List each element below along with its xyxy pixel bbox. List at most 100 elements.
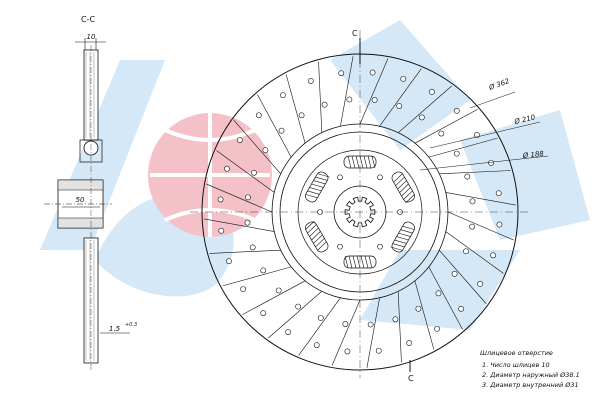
rivet-hole [490, 252, 497, 259]
rivet-hole [371, 97, 378, 103]
rivet-hole [295, 303, 302, 310]
rivet-hole [406, 340, 413, 346]
segment-line [340, 56, 354, 127]
rivet-hole [375, 347, 382, 354]
rivet-hole [298, 112, 305, 119]
segment-line [366, 297, 380, 368]
hub-hole [377, 174, 383, 181]
segment-line [209, 249, 281, 254]
rivet-hole [453, 107, 460, 114]
thickness-tolerance: +0.3 [125, 322, 137, 328]
rivet-hole [458, 305, 465, 312]
segment-line [206, 183, 273, 213]
notes-title: Шлицевое отверстие [480, 349, 553, 357]
damper-spring [391, 171, 416, 204]
rivet-hole [473, 132, 480, 138]
rivet-hole [435, 290, 442, 297]
rivet-hole [275, 287, 282, 294]
hub-length-dimension: 50 [76, 196, 85, 204]
notes-line-1: 1. Число шлицев 10 [482, 361, 550, 369]
rivet-hole [369, 69, 376, 76]
rivet-hole [469, 223, 475, 230]
outer-diameter-label: Ø 362 [487, 77, 511, 92]
segment-line [331, 299, 361, 366]
rivet-hole [285, 329, 292, 336]
section-title: С-С [81, 15, 95, 24]
rivet-hole [434, 325, 440, 332]
rivet-hole [342, 321, 349, 327]
rivet-hole [278, 127, 285, 134]
segment-line [216, 150, 275, 193]
rivet-hole [260, 267, 267, 274]
segment-line [379, 68, 422, 127]
segment-line [285, 74, 306, 144]
segment-line [318, 61, 323, 133]
rivet-hole [464, 173, 471, 180]
rivet-hole [223, 165, 230, 172]
rivet-hole [469, 198, 476, 205]
rivet-hole [415, 305, 422, 312]
rivet-hole [313, 342, 320, 349]
rivet-hole [236, 137, 243, 144]
rivet-hole [280, 92, 286, 99]
section-view: С-С 10 50 1.5 +0.3 [44, 15, 137, 372]
width-dimension: 10 [87, 33, 96, 41]
rivet-hole [451, 270, 458, 277]
rivet-hole [463, 248, 469, 255]
segment-line [428, 266, 463, 330]
rivet-hole [249, 244, 256, 251]
rivet-hole [477, 280, 484, 287]
rivet-holes [217, 69, 503, 355]
segment-line [439, 249, 487, 304]
segment-line [204, 218, 275, 232]
rivet-hole [488, 159, 494, 166]
spline-notes: Шлицевое отверстие 1. Число шлицев 10 2.… [480, 349, 580, 389]
clutch-disc: С С Ø 362 Ø 210 Ø 188 [190, 29, 549, 383]
segment-line [414, 109, 478, 144]
segment-line [359, 58, 389, 125]
rivet-hole [217, 196, 224, 203]
thickness-dimension: 1.5 [109, 325, 121, 333]
rivet-hole [346, 96, 353, 103]
rivet-hole [418, 114, 425, 121]
segment-line [298, 297, 341, 356]
segment-line [445, 231, 504, 274]
rivet-hole [317, 315, 324, 321]
rivet-hole [262, 147, 269, 154]
rivet-hole [453, 150, 460, 157]
segment-line [233, 120, 281, 175]
segment-line [447, 211, 514, 241]
notes-line-3: 3. Диаметр внутренний Ø31 [482, 381, 579, 389]
rivet-hole [240, 286, 247, 292]
hub-hole [337, 243, 343, 250]
damper-spring [390, 221, 416, 253]
rivet-hole [226, 258, 232, 265]
hub-hole [337, 174, 343, 181]
damper-spring [304, 171, 330, 203]
rivet-hole [344, 348, 351, 355]
segment-line [428, 137, 498, 158]
rivet-hole [260, 310, 267, 317]
rivet-hole [392, 316, 399, 323]
segment-line [268, 291, 323, 339]
rivet-hole [244, 219, 251, 226]
segment-line [242, 280, 306, 315]
rivet-hole [255, 112, 262, 119]
rivet-hole [338, 70, 345, 77]
cut-marker-top: С [352, 29, 358, 38]
rivet-hole [307, 78, 314, 84]
segment-line [397, 291, 402, 363]
segment-line [222, 266, 292, 287]
damper-spring [304, 220, 329, 253]
hub-hole [377, 243, 383, 250]
watermark-logo [40, 20, 590, 330]
rivet-hole [245, 194, 251, 201]
segment-line [257, 94, 292, 158]
notes-line-2: 2. Диаметр наружный Ø38.1 [482, 371, 580, 379]
inner-diameter-label: Ø 188 [521, 150, 544, 160]
segment-line [439, 170, 511, 175]
rivet-hole [367, 321, 374, 328]
facing-segments [204, 56, 516, 368]
rivet-hole [321, 101, 328, 108]
